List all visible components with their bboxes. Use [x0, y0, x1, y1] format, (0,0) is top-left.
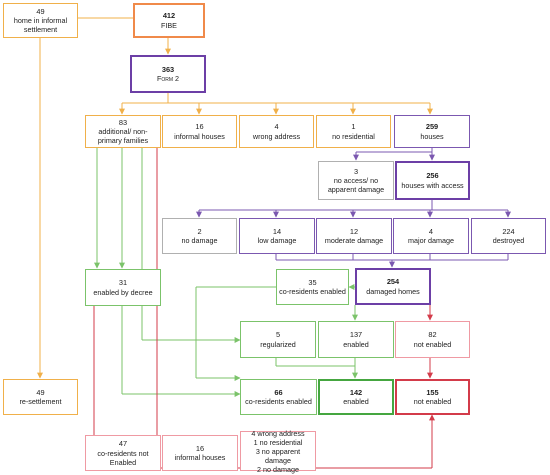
- node-count: 155: [426, 387, 439, 397]
- node-count: 14: [272, 226, 282, 236]
- node-count: 1: [351, 122, 356, 132]
- node-label: Form 2: [156, 74, 180, 84]
- node-label: informal houses: [174, 131, 225, 141]
- node-label: additional/ non-primary families: [97, 127, 149, 146]
- node-label: no residential: [332, 131, 375, 141]
- node-label: not enabled: [413, 397, 452, 407]
- edges-orange: [37, 17, 433, 379]
- node-label: no damage: [181, 236, 218, 246]
- node-label: enabled: [343, 339, 369, 349]
- node-count: 363: [161, 64, 175, 74]
- node-count: 12: [349, 226, 359, 236]
- node-label: co-residents not Enabled: [97, 448, 149, 467]
- node-count: 35: [308, 277, 317, 287]
- node-count: 16: [195, 122, 204, 132]
- node-count: 3: [353, 166, 359, 176]
- node-count: 16: [195, 443, 205, 453]
- node-label: moderate damage: [324, 236, 384, 246]
- node-label: enabled by decree: [93, 287, 153, 297]
- node-label: re-settlement: [19, 397, 62, 407]
- node-label: home in informal settlement: [13, 16, 68, 35]
- node-label: co-residents enabled: [279, 287, 346, 297]
- node-count: 137: [349, 330, 363, 340]
- node-label: co-residents enabled: [245, 397, 312, 407]
- node-label: regularized: [260, 339, 296, 349]
- edges-purple: [196, 147, 511, 268]
- node-label: damaged homes: [366, 286, 420, 296]
- node-count: 47: [118, 439, 128, 449]
- node-count: 259: [425, 122, 439, 132]
- summary-line: 4 wrong address: [251, 428, 305, 438]
- node-count: 256: [426, 171, 439, 181]
- summary-line: 1 no residential: [253, 437, 303, 447]
- node-label: destroyed: [492, 236, 525, 246]
- node-count: 4: [274, 122, 279, 132]
- node-label: FIBE: [161, 20, 177, 30]
- node-summary-bottom: 4 wrong address 1 no residential 3 no ap…: [240, 428, 316, 474]
- node-label: enabled: [343, 397, 369, 407]
- node-label: low damage: [257, 236, 297, 246]
- node-count: 83: [118, 117, 128, 127]
- node-count: 412: [162, 11, 176, 21]
- node-count: 31: [118, 278, 128, 288]
- node-label: major damage: [408, 236, 454, 246]
- edges-green: [94, 148, 358, 397]
- node-label: informal houses: [174, 453, 226, 463]
- node-label: not enabled: [413, 339, 452, 349]
- node-count: 142: [349, 387, 363, 397]
- node-label: houses: [420, 131, 444, 141]
- node-count: 5: [275, 330, 281, 340]
- node-count: 4: [428, 226, 434, 236]
- node-count: 49: [36, 387, 45, 397]
- node-label: wrong address: [252, 131, 301, 141]
- node-label: houses with access: [401, 180, 464, 190]
- node-count: 254: [386, 277, 400, 287]
- node-count: 2: [197, 226, 202, 236]
- node-count: 49: [36, 6, 45, 16]
- summary-line: 3 no apparent damage: [255, 446, 301, 465]
- summary-line: 2 no damage: [257, 464, 299, 474]
- node-label: no access/ no apparent damage: [327, 176, 385, 195]
- node-count: 66: [274, 387, 283, 397]
- node-count: 224: [502, 226, 515, 236]
- node-count: 82: [428, 330, 437, 340]
